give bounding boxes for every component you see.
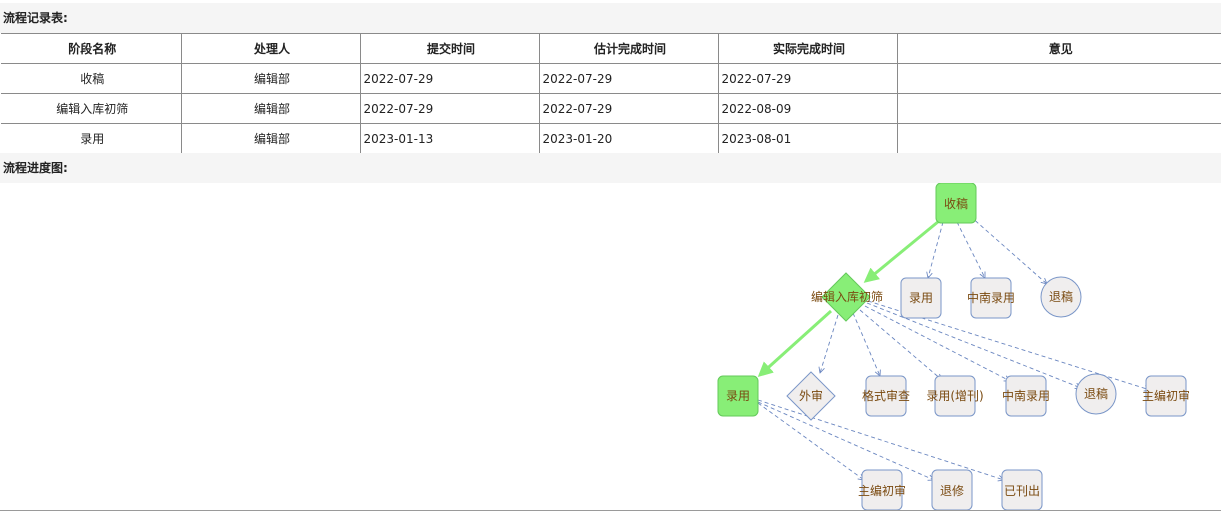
column-header-submit-time: 提交时间 xyxy=(360,33,540,64)
node-geshi: 格式审查 xyxy=(862,375,910,417)
node-shougao: 收稿 xyxy=(935,183,977,224)
edge-chushai-to-geshi xyxy=(852,312,880,376)
table-row: 收稿 编辑部 2022-07-29 2022-07-29 2022-07-29 xyxy=(1,63,1221,94)
cell-actual-time: 2022-08-09 xyxy=(718,93,898,124)
node-zhubian-b: 主编初审 xyxy=(858,469,906,510)
cell-opinion xyxy=(897,64,1221,94)
cell-actual-time: 2023-08-01 xyxy=(718,123,898,154)
node-luyong-a: 录用 xyxy=(900,277,942,319)
cell-opinion xyxy=(897,124,1221,154)
node-shougao-label: 收稿 xyxy=(944,196,968,211)
cell-submit-time: 2023-01-13 xyxy=(360,123,540,154)
node-zhubian-b-label: 主编初审 xyxy=(858,483,906,498)
cell-submit-time: 2022-07-29 xyxy=(360,93,540,124)
node-yikanchu: 已刊出 xyxy=(1001,469,1043,510)
column-header-opinion: 意见 xyxy=(1048,42,1073,56)
bottom-divider xyxy=(0,510,1221,511)
node-tuixiu-label: 退修 xyxy=(940,483,964,498)
node-chushai: 编辑入库初筛 xyxy=(811,272,883,322)
node-luyong-zengkan-label: 录用(增刊) xyxy=(926,389,983,403)
column-header-stage: 阶段名称 xyxy=(1,33,182,64)
cell-handler: 编辑部 xyxy=(181,63,361,94)
node-luyong-zengkan: 录用(增刊) xyxy=(926,375,984,417)
cell-opinion xyxy=(897,94,1221,124)
cell-stage: 编辑入库初筛 xyxy=(1,93,182,124)
node-geshi-label: 格式审查 xyxy=(862,388,910,403)
node-tuigao-a: 退稿 xyxy=(1040,276,1082,318)
cell-handler: 编辑部 xyxy=(181,93,361,124)
node-luyong-main: 录用 xyxy=(717,375,759,417)
record-section-title: 流程记录表: xyxy=(0,3,1221,33)
column-header-handler: 处理人 xyxy=(181,33,361,64)
node-zhongnan-a-label: 中南录用 xyxy=(967,290,1015,305)
node-chushai-label: 编辑入库初筛 xyxy=(811,289,883,304)
cell-handler: 编辑部 xyxy=(181,123,361,154)
edge-chushai-to-zhongnan xyxy=(864,305,1010,381)
table-row: 编辑入库初筛 编辑部 2022-07-29 2022-07-29 2022-08… xyxy=(1,93,1221,124)
node-tuigao-b-label: 退稿 xyxy=(1084,386,1108,401)
edge-shougao-to-chushai xyxy=(863,219,940,283)
edge-chushai-to-luyong xyxy=(757,309,833,378)
edge-luyong-to-yikanchu xyxy=(757,399,1004,480)
cell-stage: 收稿 xyxy=(1,63,182,94)
node-luyong-main-label: 录用 xyxy=(726,389,750,403)
node-waishen: 外审 xyxy=(786,371,836,421)
node-yikanchu-label: 已刊出 xyxy=(1004,484,1040,498)
node-tuixiu: 退修 xyxy=(931,469,973,510)
edge-shougao-to-zhongnan xyxy=(956,221,985,278)
node-zhongnan-b-label: 中南录用 xyxy=(1002,388,1050,403)
column-header-estimated-time: 估计完成时间 xyxy=(539,33,719,64)
edge-chushai-to-waishen xyxy=(820,314,839,373)
table-row: 录用 编辑部 2023-01-13 2023-01-20 2023-08-01 xyxy=(1,123,1221,154)
node-tuigao-a-label: 退稿 xyxy=(1049,289,1073,304)
node-zhubian-a: 主编初审 xyxy=(1142,375,1190,417)
table-header-row: 阶段名称 处理人 提交时间 估计完成时间 实际完成时间 意见 xyxy=(1,33,1221,64)
node-waishen-label: 外审 xyxy=(799,388,823,403)
diagram-section-title: 流程进度图: xyxy=(0,153,1221,183)
cell-estimated-time: 2022-07-29 xyxy=(539,63,719,94)
cell-estimated-time: 2023-01-20 xyxy=(539,123,719,154)
edge-shougao-to-luyong xyxy=(928,221,944,278)
node-tuigao-b: 退稿 xyxy=(1075,373,1117,415)
node-zhubian-a-label: 主编初审 xyxy=(1142,388,1190,403)
node-zhongnan-b: 中南录用 xyxy=(1002,375,1050,417)
node-luyong-a-label: 录用 xyxy=(909,291,933,305)
cell-stage: 录用 xyxy=(1,123,182,154)
edge-chushai-to-luyong-zengkan xyxy=(859,309,942,380)
node-zhongnan-a: 中南录用 xyxy=(967,277,1015,319)
cell-estimated-time: 2022-07-29 xyxy=(539,93,719,124)
edge-luyong-to-zhubian xyxy=(757,402,864,480)
cell-actual-time: 2022-07-29 xyxy=(718,63,898,94)
column-header-actual-time: 实际完成时间 xyxy=(718,33,898,64)
cell-submit-time: 2022-07-29 xyxy=(360,63,540,94)
edge-shougao-to-tuigao xyxy=(969,215,1047,284)
process-record-table: 阶段名称 处理人 提交时间 估计完成时间 实际完成时间 意见 收稿 编辑部 20… xyxy=(1,33,1221,154)
process-flow-diagram: 收稿 录用 中南录用 退稿 编辑入库初筛 录用 外审 格式审查 录用(增刊) 中… xyxy=(717,183,1190,510)
edge-luyong-to-tuixiu xyxy=(757,401,934,480)
